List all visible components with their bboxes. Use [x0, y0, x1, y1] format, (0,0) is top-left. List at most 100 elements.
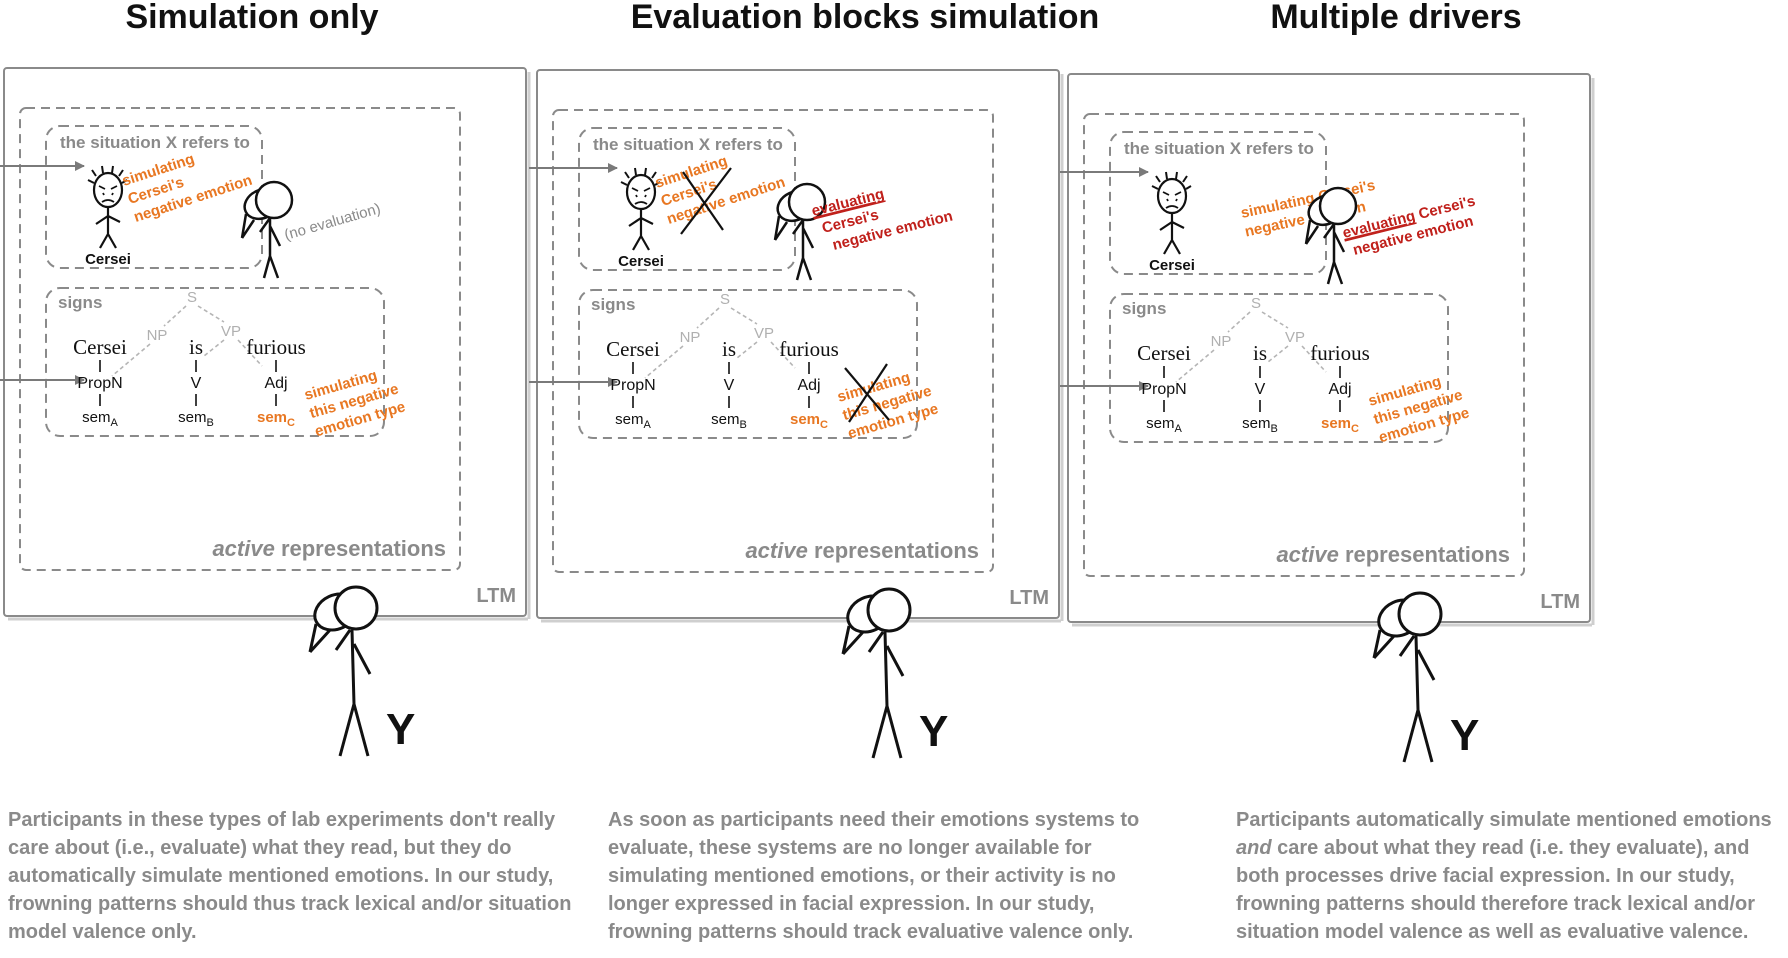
active-word: active [1276, 542, 1338, 567]
tree-phrase-edges [644, 341, 796, 379]
cersei-hair-stroke [634, 167, 637, 176]
sem-base: sem [711, 411, 739, 428]
tree-category: PropN [610, 377, 655, 394]
cersei-hair-stroke [624, 171, 630, 179]
sem-subscript: C [1351, 423, 1359, 435]
caption-evaluation-blocks: As soon as participants need their emoti… [608, 809, 1140, 943]
reader-figure [773, 182, 827, 281]
representations-word: representations [275, 536, 446, 561]
cersei-hair-stroke [651, 171, 657, 179]
cersei-hair-stroke [87, 179, 95, 184]
cersei-figure: Cersei [618, 167, 664, 270]
tree-s-node: S [187, 289, 197, 306]
sem-subscript: B [207, 417, 214, 429]
active-representations-label: active representations [745, 538, 979, 563]
cersei-figure: Cersei [1149, 171, 1195, 274]
cersei-head [92, 171, 124, 209]
reader-head [787, 182, 827, 222]
cersei-label: Cersei [1149, 257, 1195, 274]
tree-semantics: semB [711, 411, 747, 431]
situation-header: the situation X refers to [593, 135, 783, 154]
sem-base: sem [1321, 415, 1351, 432]
situation-header: the situation X refers to [1124, 139, 1314, 158]
reader-body [1304, 219, 1346, 285]
cersei-hair-stroke [654, 181, 661, 186]
cersei-angry-face [1162, 191, 1182, 209]
sem-subscript: C [820, 419, 828, 431]
tree-s-edges [696, 307, 758, 329]
cersei-hair-stroke [111, 165, 114, 174]
cersei-hair-stroke [91, 169, 97, 177]
tree-np-node: NP [147, 327, 168, 344]
cersei-hair-stroke [1155, 175, 1161, 183]
situation-header-bg [1118, 134, 1318, 160]
person-y-label: Y [386, 705, 415, 754]
reader-head [1318, 186, 1358, 226]
cersei-head [625, 173, 657, 211]
active-representations-box [1083, 113, 1525, 577]
tree-category: V [1255, 381, 1266, 398]
tree-word: furious [246, 335, 306, 359]
reader-body [773, 215, 815, 281]
tree-word: Cersei [73, 335, 127, 359]
signs-header: signs [1122, 299, 1166, 318]
cersei-hair-stroke [1165, 171, 1168, 180]
signs-box [578, 289, 918, 439]
active-word: active [212, 536, 274, 561]
cersei-body [1159, 213, 1185, 255]
tree-s-edges [163, 305, 225, 327]
ltm-box [1067, 73, 1591, 623]
cersei-hair-stroke [101, 165, 104, 174]
cersei-hair-stroke [121, 179, 128, 184]
tree-s-node: S [720, 291, 730, 308]
reader-body [240, 213, 282, 279]
sem-subscript: A [111, 417, 119, 429]
signs-header: signs [591, 295, 635, 314]
representations-word: representations [808, 538, 979, 563]
tree-s-node: S [1251, 295, 1261, 312]
representations-word: representations [1339, 542, 1510, 567]
person-y-label: Y [919, 707, 948, 756]
tree-word: is [722, 337, 736, 361]
tree-category: V [191, 375, 202, 392]
tree-word: is [189, 335, 203, 359]
tree-np-node: NP [1211, 333, 1232, 350]
reader-figure [240, 180, 294, 279]
evaluating-underline [813, 200, 886, 220]
caption-multiple-drivers: Participants automatically simulate ment… [1236, 806, 1788, 946]
tree-semantics: semC [790, 411, 828, 431]
active-representations-box [19, 107, 461, 571]
cersei-label: Cersei [618, 253, 664, 270]
sem-base: sem [82, 409, 110, 426]
signs-header: signs [58, 293, 102, 312]
reader-head [254, 180, 294, 220]
person-y-head [866, 587, 912, 633]
tree-word: Cersei [1137, 341, 1191, 365]
active-representations-box [552, 109, 994, 573]
tree-category: PropN [1141, 381, 1186, 398]
panel-title: Multiple drivers [1270, 0, 1521, 36]
tree-semantics: semA [615, 411, 651, 431]
sem-subscript: B [1271, 423, 1278, 435]
caption-text: care about what they read (i.e. they eva… [1236, 837, 1755, 943]
signs-box [45, 287, 385, 437]
cersei-hair-stroke [118, 169, 124, 177]
person-y-body [308, 623, 372, 757]
tree-vp-node: VP [754, 325, 774, 342]
person-y-figure: Y [841, 587, 948, 759]
person-y-head [1397, 591, 1443, 637]
cersei-hair-stroke [1182, 175, 1188, 183]
situation-cross-out [680, 167, 732, 235]
tree-category: PropN [77, 375, 122, 392]
sem-base: sem [257, 409, 287, 426]
evaluating-underline [1344, 222, 1417, 242]
tree-word: furious [779, 337, 839, 361]
situation-header: the situation X refers to [60, 133, 250, 152]
tree-s-edges [1227, 311, 1289, 333]
cersei-body [628, 209, 654, 251]
cersei-body [95, 207, 121, 249]
person-y-figure: Y [308, 585, 415, 757]
